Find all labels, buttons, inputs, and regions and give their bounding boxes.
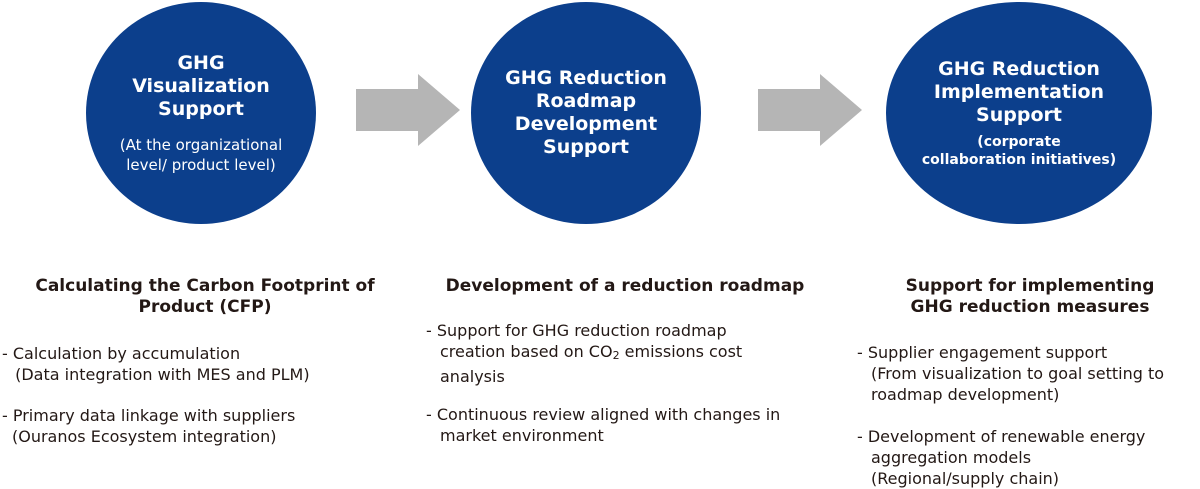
list-item-line: - Calculation by accumulation — [2, 344, 241, 363]
step-title-line: Implementation — [933, 80, 1105, 103]
list-item: - Continuous review aligned with changes… — [426, 404, 836, 446]
list-item-line: - Primary data linkage with suppliers — [2, 406, 296, 425]
list-item-line: analysis — [440, 367, 505, 386]
list-item-line: - Continuous review aligned with changes… — [426, 405, 781, 424]
step-roadmap-development-support: GHG Reduction Roadmap Development Suppor… — [471, 2, 701, 224]
column-implementation: Support for implementing GHG reduction m… — [880, 276, 1180, 318]
text-span: emissions cost — [619, 342, 743, 361]
step-subtitle: (At the organizational level/ product le… — [120, 135, 283, 175]
list-item-line: (Data integration with MES and PLM) — [10, 365, 310, 384]
right-arrow-icon — [758, 74, 862, 146]
step-subtitle-line: collaboration initiatives) — [921, 151, 1117, 168]
step-title: GHG Visualization Support — [132, 52, 270, 121]
list-item-line: - Supplier engagement support — [857, 343, 1108, 362]
list-item: - Primary data linkage with suppliers (O… — [2, 405, 382, 447]
step-subtitle-line: level/ product level) — [126, 155, 276, 174]
step-title-line: Support — [158, 97, 244, 120]
text-span: creation based on CO — [440, 342, 613, 361]
list-item-line: (Ouranos Ecosystem integration) — [12, 427, 277, 446]
list-item: - Calculation by accumulation (Data inte… — [2, 343, 382, 385]
step-title-line: Development — [514, 113, 658, 135]
step-title-line: GHG — [177, 51, 225, 74]
step-title-line: Support — [543, 136, 629, 158]
step-subtitle-line: (At the organizational — [119, 135, 283, 154]
step-title-line: Support — [976, 103, 1062, 126]
column-heading: Calculating the Carbon Footprint of Prod… — [20, 276, 390, 318]
step-visualization-support: GHG Visualization Support (At the organi… — [86, 2, 316, 224]
column-heading: Support for implementing GHG reduction m… — [880, 276, 1180, 318]
step-subtitle-line: (corporate — [977, 133, 1061, 150]
step-subtitle: (corporate collaboration initiatives) — [922, 133, 1116, 169]
list-item: - Development of renewable energy aggreg… — [857, 426, 1200, 489]
heading-line: Calculating the Carbon Footprint of — [35, 276, 375, 296]
heading-line: Product (CFP) — [138, 297, 272, 317]
list-item-line: market environment — [440, 426, 604, 445]
step-title-line: GHG Reduction — [938, 57, 1100, 80]
column-heading: Development of a reduction roadmap — [420, 276, 830, 297]
list-item-line: - Support for GHG reduction roadmap — [426, 321, 727, 340]
right-arrow-icon — [356, 74, 460, 146]
list-item: - Support for GHG reduction roadmap crea… — [426, 320, 826, 387]
column-roadmap: Development of a reduction roadmap — [420, 276, 830, 297]
column-visualization: Calculating the Carbon Footprint of Prod… — [20, 276, 390, 318]
heading-line: Development of a reduction roadmap — [445, 276, 805, 296]
list-item-line: (From visualization to goal setting to — [871, 364, 1165, 383]
list-item-line: aggregation models — [871, 448, 1032, 467]
step-title: GHG Reduction Roadmap Development Suppor… — [505, 67, 667, 159]
list-item-line: creation based on CO2 emissions cost — [426, 341, 826, 366]
heading-line: GHG reduction measures — [910, 297, 1150, 317]
step-title-line: Visualization — [132, 74, 270, 97]
heading-line: Support for implementing — [905, 276, 1155, 296]
list-item-line: (Regional/supply chain) — [871, 469, 1060, 488]
list-item-line: - Development of renewable energy — [857, 427, 1146, 446]
step-implementation-support: GHG Reduction Implementation Support (co… — [886, 2, 1152, 224]
list-item-line: roadmap development) — [871, 385, 1060, 404]
step-title: GHG Reduction Implementation Support — [934, 58, 1104, 127]
list-item: - Supplier engagement support (From visu… — [857, 342, 1200, 405]
step-title-line: Roadmap — [535, 90, 637, 112]
subscript: 2 — [612, 349, 620, 362]
step-title-line: GHG Reduction — [505, 67, 667, 89]
